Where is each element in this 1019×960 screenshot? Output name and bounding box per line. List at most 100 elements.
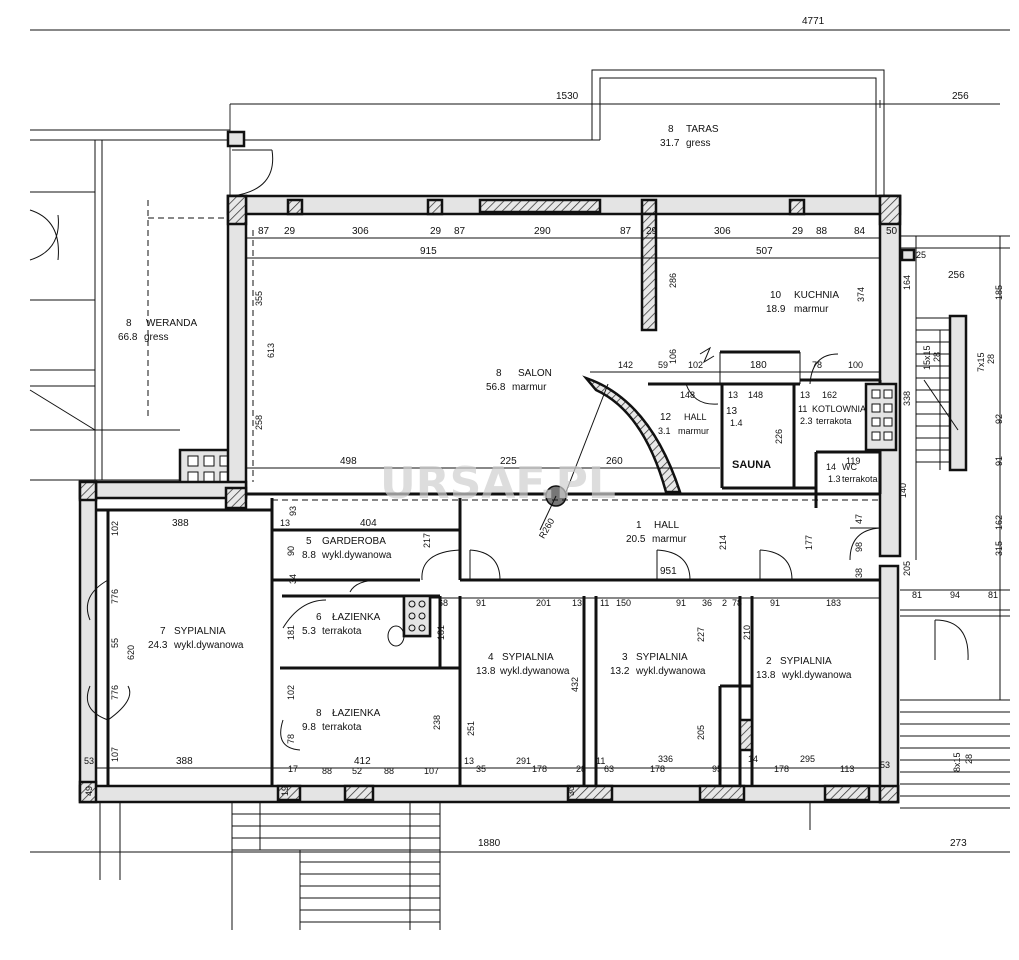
dim-81a: 81 (912, 590, 922, 600)
room-sypialnia-2: 2 SYPIALNIA 13.8 wykl.dywanowa (756, 656, 852, 681)
salon-dimensions: 355 613 258 286 374 142 59 106 102 180 7… (254, 273, 1004, 530)
dim-432: 432 (570, 677, 580, 692)
room-number: 10 (770, 290, 782, 301)
row1-dimensions: 87 29 306 29 87 290 87 29 306 29 88 84 5… (246, 226, 1004, 300)
room-name: HALL (684, 412, 707, 422)
dim-315: 315 (994, 541, 1004, 556)
dim-90: 90 (286, 546, 296, 556)
dim-r3-2: 201 (536, 598, 551, 608)
room-area: 13.8 (756, 670, 776, 681)
dim-374: 374 (856, 287, 866, 302)
dim-620: 620 (126, 645, 136, 660)
dim-28a: 28 (932, 352, 942, 362)
room-name: TARAS (686, 124, 719, 135)
dim-r4-12: 295 (800, 754, 815, 764)
dim-r1-6: 87 (620, 226, 632, 237)
room-name: SAUNA (732, 459, 771, 471)
dim-98: 98 (854, 542, 864, 552)
dim-776a: 776 (110, 589, 120, 604)
room-material: gress (144, 332, 168, 343)
dim-260: 260 (606, 456, 623, 467)
room-area: 8.8 (302, 550, 316, 561)
dim-r1-12: 50 (886, 226, 898, 237)
room-sauna: 13 1.4 SAUNA (726, 406, 771, 471)
dim-30: 30 (566, 786, 576, 796)
dim-100: 100 (848, 360, 863, 370)
room-name: ŁAZIENKA (332, 612, 381, 623)
dim-162b: 162 (994, 515, 1004, 530)
dim-177: 177 (804, 535, 814, 550)
dim-28c: 28 (964, 754, 974, 764)
room-sypialnia-4: 4 SYPIALNIA 13.8 wykl.dywanowa (476, 652, 570, 677)
top-dimensions: 4771 1530 256 (30, 16, 1010, 240)
room-name: SYPIALNIA (636, 652, 688, 663)
dim-142: 142 (618, 360, 633, 370)
dim-r1-9: 29 (792, 226, 804, 237)
room-taras: 8 TARAS 31.7 gress (660, 124, 719, 149)
dim-388a: 388 (172, 518, 189, 529)
dim-34: 34 (288, 574, 298, 584)
dim-13d: 13 (280, 518, 290, 528)
dim-r5-0: 49 (84, 786, 94, 796)
dim-286: 286 (668, 273, 678, 288)
room-garderoba: 5 GARDEROBA 8.8 wykl.dywanowa (302, 536, 392, 561)
room-area: 1.3 (828, 474, 841, 484)
dim-r3-10: 91 (770, 598, 780, 608)
room-hall: 1 HALL 20.5 marmur (626, 520, 687, 545)
dim-256b: 256 (948, 270, 965, 281)
dim-225: 225 (500, 456, 517, 467)
room-number: 6 (316, 612, 322, 623)
dim-47: 47 (854, 514, 864, 524)
dim-r3-11: 183 (826, 598, 841, 608)
dim-8x15: 8x15 (952, 752, 962, 772)
room-material: terrakota (322, 626, 362, 637)
room-material: marmur (512, 382, 547, 393)
dim-r4-9: 95 (712, 764, 722, 774)
dim-404: 404 (360, 518, 377, 529)
dim-r3-4: 11 (600, 598, 609, 608)
dim-210: 210 (742, 625, 752, 640)
room-number: 8 (496, 368, 502, 379)
dim-181a: 181 (286, 625, 296, 640)
room-area: 1.4 (730, 418, 743, 428)
room-number: 8 (316, 708, 322, 719)
dim-205b: 205 (696, 725, 706, 740)
dim-13b: 13 (800, 390, 810, 400)
dim-r4-1: 35 (476, 764, 486, 774)
row5-dimensions: 49 17 88 52 88 107 19 30 (84, 764, 576, 796)
dim-r1-7: 29 (646, 226, 658, 237)
dim-r1-1: 29 (284, 226, 296, 237)
room-number: 2 (766, 656, 772, 667)
dim-412: 412 (354, 756, 371, 767)
room-area: 24.3 (148, 640, 168, 651)
dim-102: 102 (688, 360, 703, 370)
dim-78b: 78 (286, 734, 296, 744)
dim-r5-2: 88 (322, 766, 332, 776)
dim-r3-0: 68 (438, 598, 448, 608)
dim-r3-8: 2 (722, 598, 727, 608)
room-lazienka-2: 8 ŁAZIENKA 9.8 terrakota (302, 708, 381, 733)
dim-38: 38 (854, 568, 864, 578)
room-number: 11 (798, 404, 807, 414)
dim-81b: 81 (988, 590, 998, 600)
dim-r4-7: 178 (650, 764, 665, 774)
doors (86, 353, 969, 751)
room-area: 18.9 (766, 304, 786, 315)
room-wc: 14 WC 1.3 terrakota (826, 462, 878, 484)
dim-148b: 148 (748, 390, 763, 400)
dim-r1-10: 88 (816, 226, 828, 237)
dim-r5-4: 88 (384, 766, 394, 776)
room-name: SYPIALNIA (174, 626, 226, 637)
room-lazienka-1: 6 ŁAZIENKA 5.3 terrakota (302, 612, 381, 637)
dim-498: 498 (340, 456, 357, 467)
dim-102c: 102 (286, 685, 296, 700)
room-material: wykl.dywanowa (173, 640, 244, 651)
dim-915: 915 (420, 246, 437, 257)
dim-162: 162 (822, 390, 837, 400)
room-name: WERANDA (146, 318, 197, 329)
exterior-walls (78, 194, 902, 804)
dim-776b: 776 (110, 685, 120, 700)
room-salon: 8 SALON 56.8 marmur (486, 368, 552, 393)
room-area: 13.2 (610, 666, 630, 677)
